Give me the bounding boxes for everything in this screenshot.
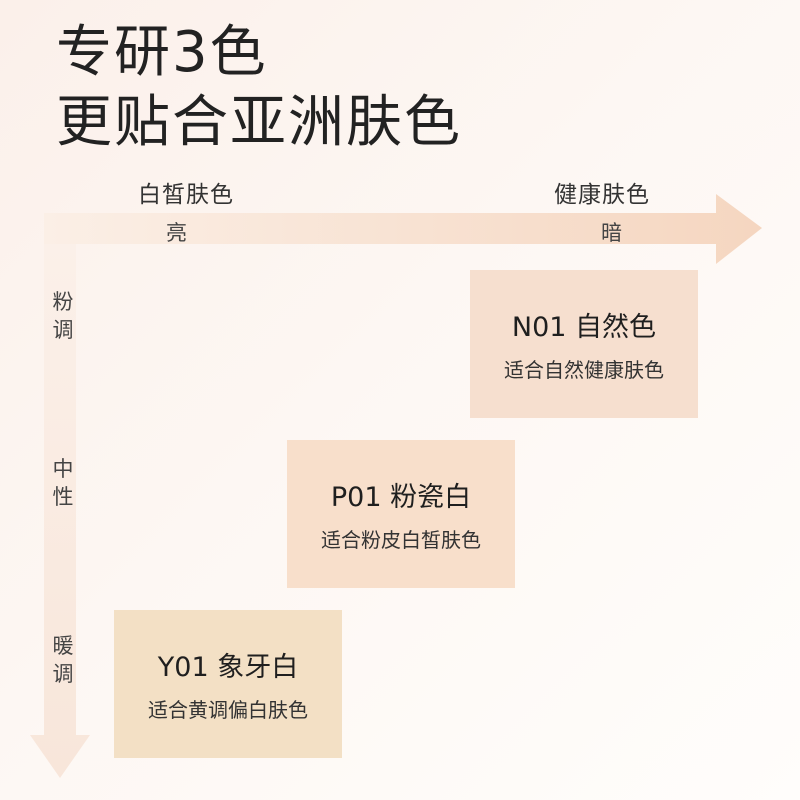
shade-swatch-p01: P01 粉瓷白 适合粉皮白皙肤色: [287, 440, 515, 588]
horizontal-arrow: [44, 194, 762, 264]
fair-skin-label: 白皙肤色: [138, 182, 234, 208]
headline-line-1: 专研3色: [56, 20, 268, 85]
warm-tone-label: 暖 调: [52, 634, 74, 686]
neutral-tone-label: 中 性: [52, 457, 74, 509]
shade-name: P01 粉瓷白: [330, 482, 472, 513]
bright-label: 亮: [166, 221, 187, 245]
pink-tone-label: 粉 调: [52, 290, 74, 342]
headline-line-2: 更贴合亚洲肤色: [56, 90, 462, 155]
shade-name: Y01 象牙白: [157, 652, 299, 683]
headline: 专研3色 更贴合亚洲肤色: [56, 18, 462, 158]
shade-swatch-n01: N01 自然色 适合自然健康肤色: [470, 270, 698, 418]
shade-name: N01 自然色: [511, 312, 657, 343]
shade-swatch-y01: Y01 象牙白 适合黄调偏白肤色: [114, 610, 342, 758]
shade-desc: 适合自然健康肤色: [504, 358, 664, 382]
healthy-skin-label: 健康肤色: [554, 182, 650, 208]
dark-label: 暗: [601, 221, 622, 245]
shade-desc: 适合粉皮白皙肤色: [321, 528, 481, 552]
shade-desc: 适合黄调偏白肤色: [148, 698, 308, 722]
vertical-arrow: [30, 244, 90, 778]
